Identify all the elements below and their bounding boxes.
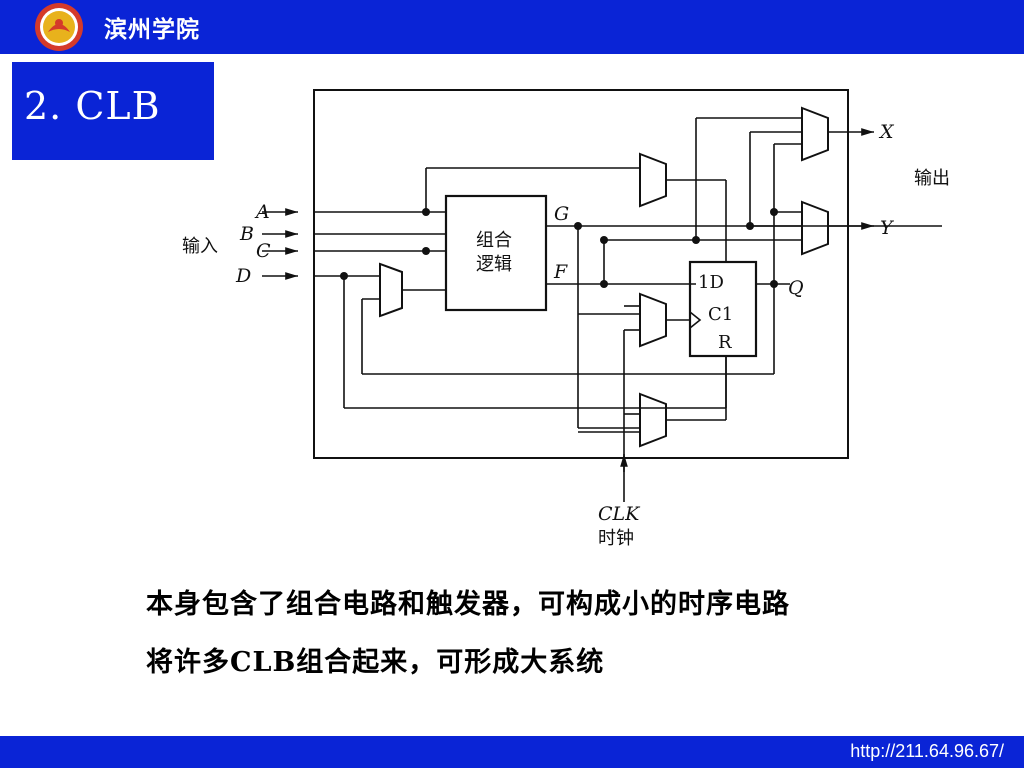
clb-boundary: [313, 89, 849, 459]
clock-label: 时钟: [598, 528, 634, 549]
header-bar: 滨州学院: [0, 0, 1024, 54]
slide-title: 2. CLB: [24, 84, 161, 128]
body-text-line-2: 将许多CLB组合起来，可形成大系统: [146, 647, 605, 678]
ff-r-label: R: [718, 332, 732, 353]
reset-mux: [639, 392, 667, 448]
signal-q-label: Q: [788, 277, 804, 299]
outputs-label: 输出: [914, 168, 950, 189]
school-name: 滨州学院: [104, 17, 200, 43]
clb-diagram: A B C D 输入 组合 逻辑 G F Q 1D C1 R X Y 输出 CL…: [182, 89, 950, 549]
logic-block-line1: 组合: [476, 230, 512, 251]
ff-input-mux: [639, 292, 667, 348]
ff-c-label: C1: [708, 304, 733, 325]
footer-bar: http://211.64.96.67/: [0, 736, 1024, 768]
y-output-mux: [801, 200, 829, 256]
footer-url: http://211.64.96.67/: [850, 741, 1004, 761]
signal-f-label: F: [553, 261, 568, 283]
input-d-label: D: [235, 265, 251, 287]
x-output-mux: [801, 106, 829, 162]
ff-d-label: 1D: [698, 272, 724, 293]
input-a-label: A: [254, 201, 270, 223]
upper-mux: [639, 152, 667, 208]
logic-block-line2: 逻辑: [476, 254, 512, 275]
inputs-label: 输入: [182, 236, 218, 257]
combinational-logic-block: [444, 194, 548, 312]
signal-g-label: G: [554, 203, 569, 225]
input-b-label: B: [239, 223, 254, 245]
output-y-label: Y: [880, 217, 895, 239]
input-mux: [379, 262, 403, 318]
input-c-label: C: [256, 240, 271, 262]
output-x-label: X: [878, 121, 895, 143]
school-emblem-icon: [35, 3, 83, 51]
slide-title-box: 2. CLB: [12, 62, 214, 160]
flip-flop: [688, 260, 758, 358]
clk-label: CLK: [598, 503, 641, 525]
body-text-line-1: 本身包含了组合电路和触发器，可构成小的时序电路: [146, 589, 790, 620]
